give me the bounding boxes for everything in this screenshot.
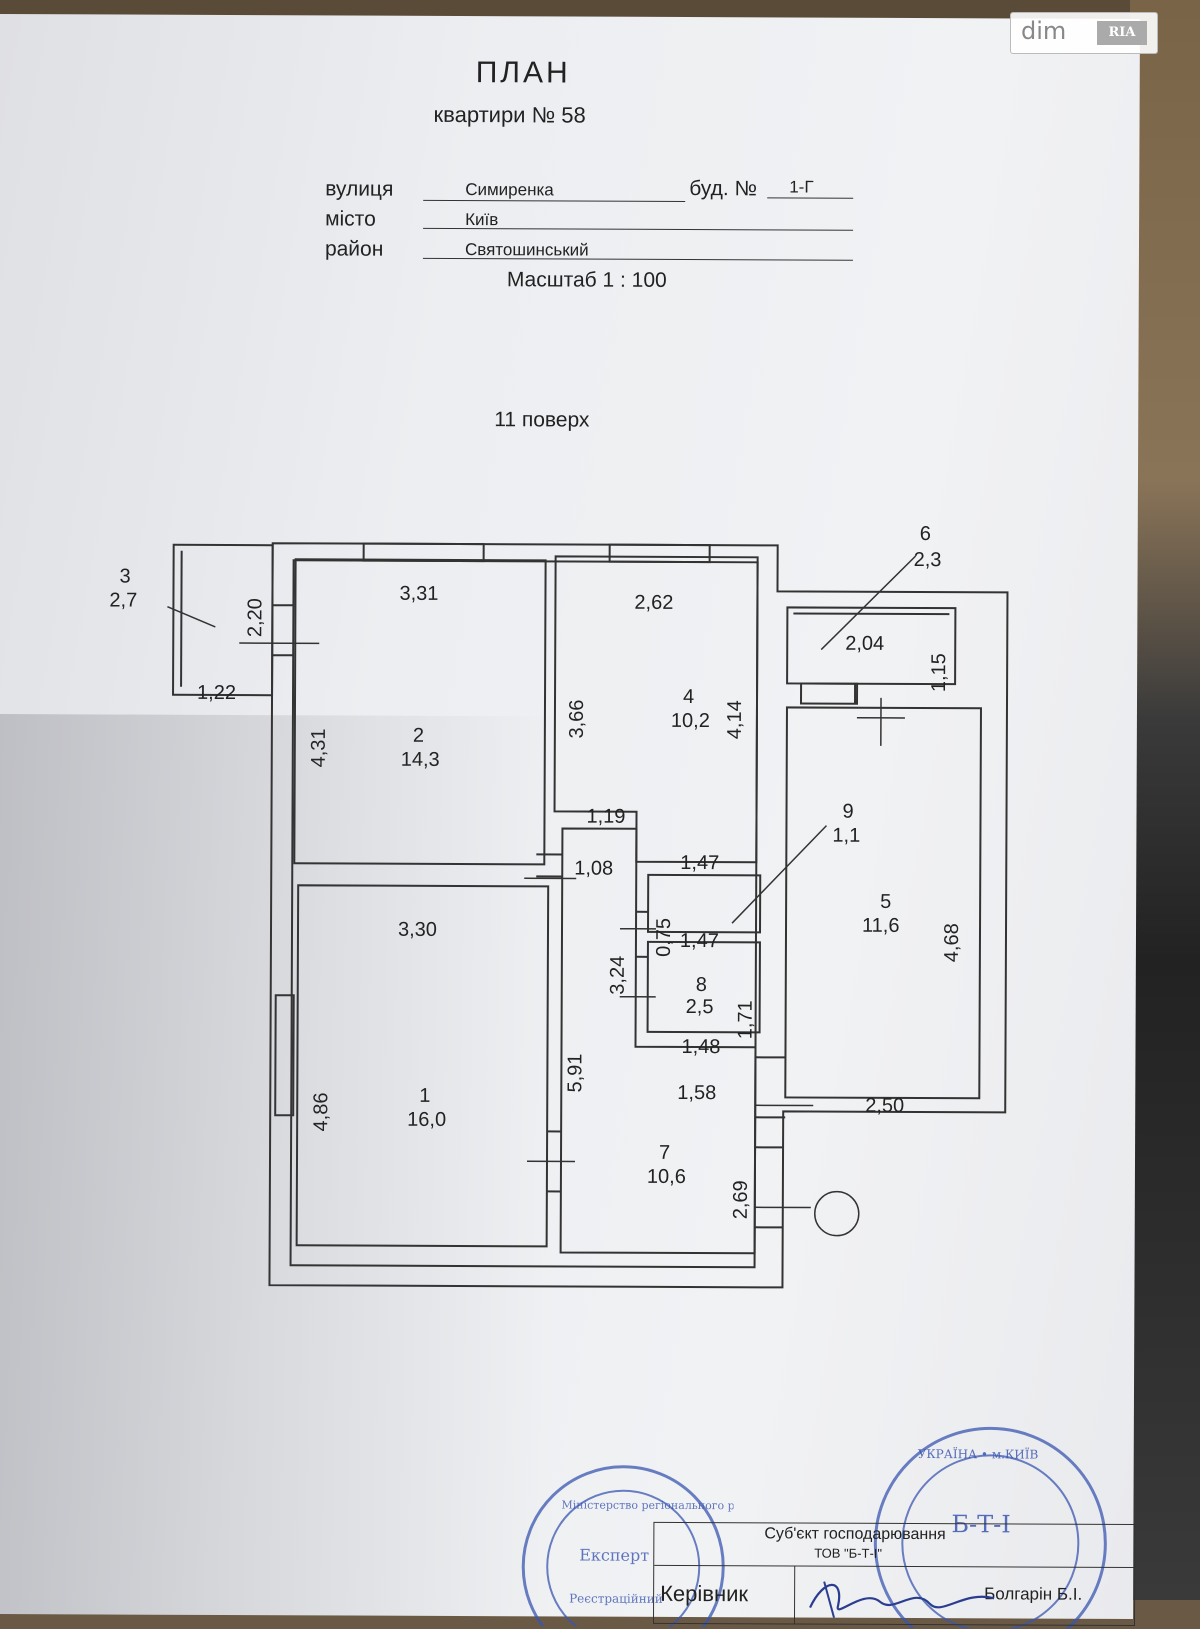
dim-3-31: 3,31	[399, 583, 438, 605]
inner-wall-outline	[291, 560, 758, 1267]
room-1-number: 1	[419, 1085, 430, 1107]
dim-4-86: 4,86	[310, 1092, 332, 1131]
room-7-outline	[561, 828, 757, 1253]
balcony-3-rail	[181, 551, 182, 687]
watermark-dim-text: dim	[1021, 17, 1066, 45]
door-7-riser	[755, 1147, 783, 1227]
stamp-table: Суб'єкт господарювання ТОВ "Б-Т-І" Керів…	[653, 1522, 1135, 1626]
room-9-area: 1,1	[832, 825, 860, 847]
dim-2-04: 2,04	[845, 633, 884, 655]
door-5	[755, 1057, 785, 1117]
dim-4-68: 4,68	[941, 923, 963, 962]
room-3-number: 3	[119, 566, 130, 588]
riser-circle	[815, 1192, 859, 1236]
room-2-number: 2	[413, 725, 424, 747]
room-1-area: 16,0	[407, 1109, 446, 1131]
floor-plan: 3 2,7 2 14,3 4 10,2 6 2,3 9 1,1 5 11,6 8…	[0, 14, 1140, 1619]
dimria-watermark: dim RIA	[1010, 12, 1158, 54]
seal-left-bottom-text: Реєстраційний	[569, 1591, 663, 1605]
room-9-number: 9	[842, 801, 853, 823]
signature	[804, 1568, 1004, 1625]
window-room-2	[364, 544, 484, 562]
dim-1-71: 1,71	[735, 1000, 757, 1039]
door-3	[272, 605, 293, 655]
dim-1-48: 1,48	[681, 1036, 720, 1058]
room-2-area: 14,3	[401, 749, 440, 771]
stamp-company: ТОВ "Б-Т-І"	[814, 1546, 882, 1561]
window-room-4	[610, 545, 710, 562]
dim-2-50: 2,50	[865, 1095, 904, 1117]
dim-2-69: 2,69	[730, 1180, 752, 1219]
balcony-6-rail	[793, 613, 949, 614]
dim-4-14: 4,14	[724, 700, 746, 739]
stamp-subject: Суб'єкт господарювання	[764, 1525, 945, 1544]
seal-right-top-text: УКРАЇНА • м.КИЇВ	[918, 1445, 1039, 1462]
background-fabric	[1130, 0, 1200, 1600]
watermark-ria-badge: RIA	[1097, 21, 1147, 45]
door-2	[536, 854, 562, 876]
dim-1-15: 1,15	[928, 653, 950, 692]
window-room-5	[801, 684, 857, 704]
dim-1-08: 1,08	[574, 858, 613, 880]
dim-1-22: 1,22	[197, 682, 236, 704]
dim-1-19: 1,19	[586, 806, 625, 828]
stamp-head-label: Керівник	[660, 1581, 748, 1607]
room-5-number: 5	[880, 891, 891, 913]
dim-2-20: 2,20	[244, 598, 266, 637]
room-8-area: 2,5	[686, 996, 714, 1018]
dim-1-47a: 1,47	[680, 852, 719, 874]
document-sheet: ПЛАН квартири № 58 вулиця Симиренка буд.…	[0, 14, 1140, 1619]
seal-left-top-text: Міністерство регіонального розвитку	[561, 1498, 733, 1512]
dim-3-24: 3,24	[607, 956, 629, 995]
room-8-number: 8	[696, 974, 707, 996]
room-5-area: 11,6	[862, 915, 900, 937]
seal-left-mid-text: Експерт	[579, 1546, 649, 1565]
stamp-head-cell: Керівник	[654, 1565, 795, 1624]
dim-3-66: 3,66	[566, 700, 588, 739]
stamp-row-subject: Суб'єкт господарювання ТОВ "Б-Т-І"	[654, 1523, 1134, 1568]
room-3-area: 2,7	[109, 589, 137, 611]
room-6-area: 2,3	[914, 549, 942, 571]
dim-1-47b: 1,47	[680, 930, 719, 952]
room-2-outline	[294, 559, 545, 864]
dim-5-91: 5,91	[564, 1054, 586, 1093]
room-4-area: 10,2	[671, 710, 710, 732]
door-9-8	[636, 912, 648, 957]
dim-3-30: 3,30	[398, 919, 437, 941]
room-6-number: 6	[920, 523, 931, 545]
room-4-number: 4	[683, 686, 694, 708]
leader-3	[167, 607, 215, 627]
dim-4-31: 4,31	[308, 728, 330, 767]
dim-0-75: 0,75	[653, 918, 675, 957]
dim-1-58: 1,58	[677, 1082, 716, 1104]
tick-6-5	[857, 698, 905, 746]
dim-2-62: 2,62	[634, 592, 673, 614]
room-7-area: 10,6	[647, 1166, 686, 1188]
room-7-number: 7	[659, 1142, 670, 1164]
